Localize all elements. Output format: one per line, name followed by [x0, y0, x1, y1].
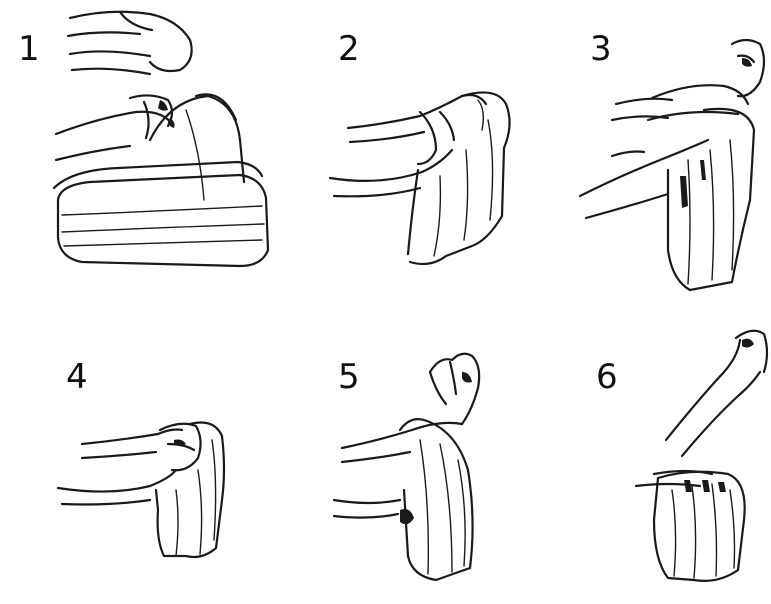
step-5-illustration: [334, 354, 479, 580]
step-3-illustration: [580, 40, 764, 290]
step-2-illustration: [330, 92, 510, 264]
step-6-illustration: [636, 331, 767, 581]
step-4-illustration: [58, 423, 224, 558]
step-1-illustration: [54, 12, 268, 266]
